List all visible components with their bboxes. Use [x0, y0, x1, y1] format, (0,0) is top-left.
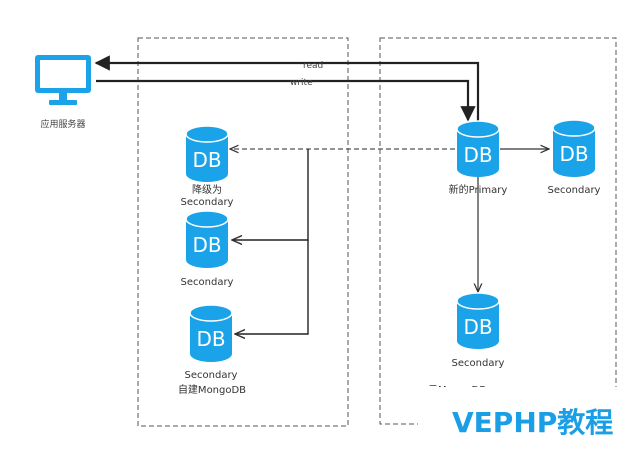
db-text: DB — [559, 142, 588, 166]
database-icon — [185, 125, 229, 182]
database-icon — [185, 210, 229, 268]
node-label: Secondary — [181, 197, 234, 208]
right-db-node-2: DB Secondary — [452, 292, 505, 369]
left-db-node-2: DB Secondary — [181, 210, 234, 288]
node-label: 降级为 — [192, 183, 222, 196]
replication-edge-left-2 — [232, 149, 309, 240]
left-group-box — [137, 37, 349, 427]
watermark-backdrop — [418, 387, 632, 444]
node-label: Secondary — [185, 370, 238, 381]
database-icon — [552, 119, 596, 177]
left-group-label: 自建MongoDB — [178, 383, 246, 396]
database-icon — [456, 292, 500, 349]
left-db-node-1: DB 降级为 Secondary — [181, 125, 234, 208]
monitor-icon — [35, 55, 91, 105]
db-text: DB — [196, 327, 225, 351]
node-label: Secondary — [181, 277, 234, 288]
read-edge — [94, 55, 480, 122]
node-label: 新的Primary — [449, 183, 508, 196]
db-text: DB — [192, 233, 221, 257]
right-db-node-1: DB Secondary — [548, 119, 601, 196]
db-text: DB — [463, 143, 492, 167]
replication-edge-left-3 — [235, 240, 309, 334]
write-label: write — [290, 78, 313, 88]
write-edge — [96, 79, 476, 122]
left-db-node-3: DB Secondary — [185, 304, 238, 381]
database-icon — [456, 120, 500, 177]
read-label: read — [303, 61, 323, 71]
database-icon — [189, 304, 233, 362]
app-server-label: 应用服务器 — [40, 118, 85, 130]
db-text: DB — [192, 148, 221, 172]
node-label: Secondary — [548, 185, 601, 196]
db-text: DB — [463, 315, 492, 339]
watermark: VEPHP教程 — [452, 406, 613, 439]
primary-db-node: DB 新的Primary — [449, 120, 508, 196]
node-label: Secondary — [452, 358, 505, 369]
app-server: 应用服务器 — [35, 55, 91, 130]
